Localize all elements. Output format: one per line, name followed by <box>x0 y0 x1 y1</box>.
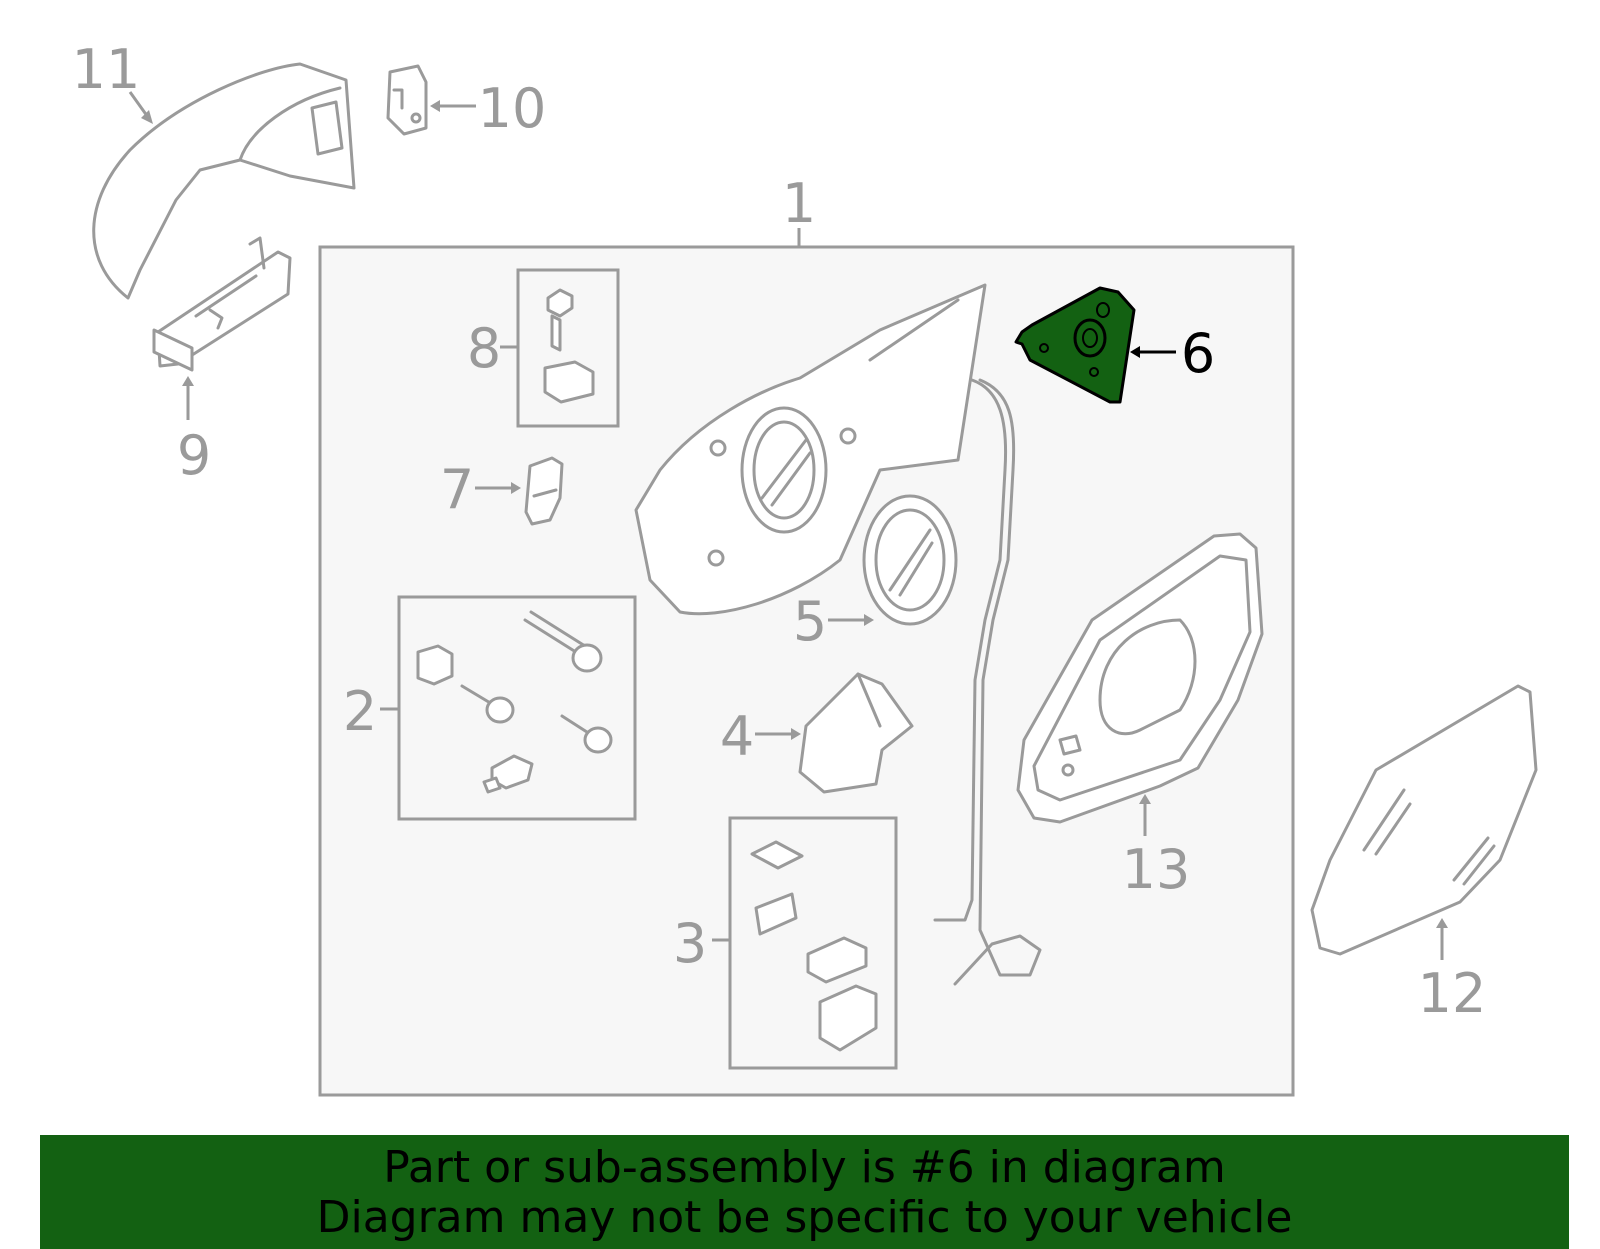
callout-3: 3 <box>673 912 707 975</box>
part-13-mirror-frame <box>1016 532 1264 824</box>
part-8-fasteners <box>543 288 595 404</box>
part-4-bracket <box>798 672 914 794</box>
banner-line-2: Diagram may not be specific to your vehi… <box>316 1192 1293 1243</box>
wire-harness <box>933 378 1008 922</box>
part-9-turn-signal <box>152 236 292 372</box>
part-1-mirror-housing <box>634 283 987 616</box>
callout-10: 10 <box>478 77 547 140</box>
callout-7: 7 <box>440 458 474 521</box>
part-12-mirror-glass <box>1310 684 1538 956</box>
callout-5: 5 <box>793 590 827 653</box>
part-10-clip <box>386 64 428 136</box>
part-5-actuator-plate <box>862 494 958 626</box>
callout-9: 9 <box>177 424 211 487</box>
callout-11: 11 <box>72 38 141 101</box>
callout-13: 13 <box>1122 838 1191 901</box>
part-3-clips <box>750 840 878 1052</box>
callout-6: 6 <box>1181 322 1215 385</box>
part-2-hardware <box>416 610 613 794</box>
callout-8: 8 <box>467 317 501 380</box>
callout-12: 12 <box>1418 962 1487 1025</box>
part-11-mirror-cover <box>92 62 356 300</box>
subbox-2 <box>397 595 637 821</box>
info-banner: Part or sub-assembly is #6 in diagram Di… <box>40 1135 1569 1249</box>
callout-1: 1 <box>782 172 816 235</box>
callout-2: 2 <box>343 680 377 743</box>
part-6-mounting-plate <box>1014 286 1136 404</box>
part-7-connector <box>524 456 564 526</box>
callout-4: 4 <box>720 705 754 768</box>
banner-line-1: Part or sub-assembly is #6 in diagram <box>383 1142 1226 1193</box>
